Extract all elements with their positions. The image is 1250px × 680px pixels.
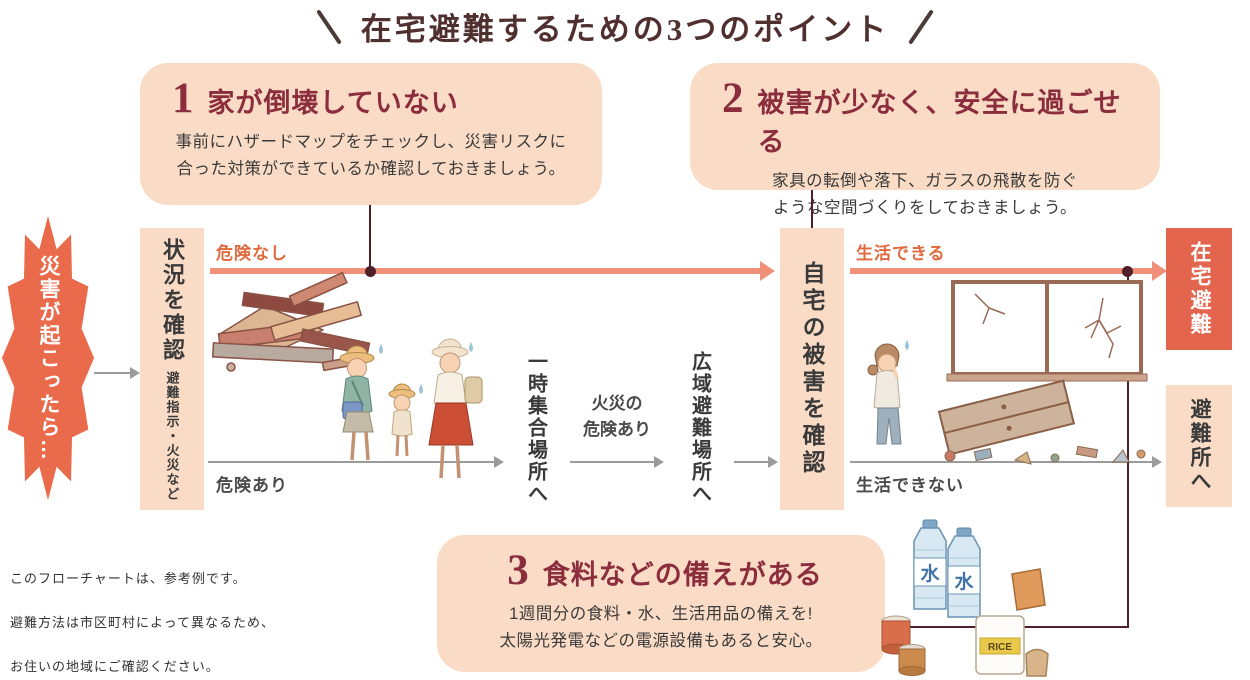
footnote-line: 避難方法は市区町村によって異なるため、 <box>10 615 275 630</box>
danger-label: 危険あり <box>216 476 288 495</box>
not-livable-arrow <box>850 461 1152 463</box>
rubble-and-family-illustration <box>211 272 483 479</box>
water-label-1: 水 <box>920 563 940 585</box>
no-danger-arrow <box>210 268 760 274</box>
food-pouches <box>1011 568 1049 677</box>
no-danger-label: 危険なし <box>216 244 288 263</box>
title-slash-right-decoration <box>908 8 935 45</box>
fire-danger-arrow <box>570 461 654 463</box>
disaster-start-label: 災害が起こったら… <box>37 254 60 462</box>
to-shelter-label: 避難所へ <box>1188 398 1211 494</box>
check-home-damage-label: 自宅の被害を確認 <box>799 261 825 477</box>
point-2-description: 家具の転倒や落下、ガラスの飛散を防ぐ ような空間づくりをしておきましょう。 <box>772 172 1078 217</box>
point-1-connector-dot <box>365 266 376 277</box>
check-home-damage-node: 自宅の被害を確認 <box>780 228 844 510</box>
water-label-2: 水 <box>954 571 974 593</box>
worried-woman <box>867 340 909 445</box>
wide-area-evacuation-label: 広域避難場所へ <box>688 351 711 505</box>
temporary-assembly-label: 一時集合場所へ <box>524 351 547 505</box>
point-card-3: 3 食料などの備えがある 1週間分の食料・水、生活用品の備えを! 太陽光発電など… <box>437 535 885 672</box>
livable-label: 生活できる <box>856 244 946 263</box>
rice-pack: RICE <box>975 615 1025 675</box>
water-bottle-2: 水 <box>947 527 981 618</box>
page-title: 在宅避難するための3つのポイント <box>360 12 890 47</box>
wide-area-evacuation-node: 広域避難場所へ <box>668 344 732 512</box>
point-3-connector-line-vertical <box>1127 271 1129 627</box>
emergency-supplies-illustration: 水 水 RICE <box>881 519 1049 677</box>
footnotes: このフローチャートは、参考例です。 避難方法は市区町村によって異なるため、 お住… <box>10 568 275 680</box>
point-3-description: 1週間分の食料・水、生活用品の備えを! 太陽光発電などの電源設備もあると安心。 <box>499 605 823 650</box>
point-card-2: 2 被害が少なく、安全に過ごせる 家具の転倒や落下、ガラスの飛散を防ぐ ような空… <box>690 63 1160 217</box>
point-3-heading: 食料などの備えがある <box>542 560 823 590</box>
point-3-heading-row: 3 食料などの備えがある <box>437 535 885 592</box>
starburst-shape <box>1 215 95 501</box>
to-damage-check-arrow <box>734 461 768 463</box>
fallen-cabinet <box>937 379 1076 456</box>
temporary-assembly-node: 一時集合場所へ <box>504 344 568 512</box>
shelter-at-home-label: 在宅避難 <box>1188 241 1211 337</box>
canned-food <box>881 615 926 676</box>
check-situation-node: 状況を確認 避難指示・火災など <box>140 228 204 510</box>
point-3-number: 3 <box>507 547 529 594</box>
page-title-wrap: 在宅避難するための3つのポイント <box>0 4 1250 49</box>
point-card-1: 1 家が倒壊していない 事前にハザードマップをチェックし、災害リスクに 合った対… <box>140 63 602 205</box>
point-1-number: 1 <box>172 75 194 122</box>
point-2-connector-line <box>811 190 813 242</box>
footnote-line: お住いの地域にご確認ください。 <box>10 659 220 674</box>
check-situation-label: 状況を確認 <box>160 238 185 363</box>
point-1-heading: 家が倒壊していない <box>207 88 459 118</box>
rice-label: RICE <box>988 642 1012 653</box>
point-2-number: 2 <box>722 75 744 122</box>
point-3-connector-dot <box>1122 266 1133 277</box>
point-1-description: 事前にハザードマップをチェックし、災害リスクに 合った対策ができているか確認して… <box>175 133 567 178</box>
to-shelter-node: 避難所へ <box>1166 385 1232 507</box>
point-1-connector-line <box>369 205 371 268</box>
not-livable-label: 生活できない <box>856 476 964 495</box>
danger-arrow <box>208 461 494 463</box>
point-2-heading-row: 2 被害が少なく、安全に過ごせる <box>690 63 1160 159</box>
water-bottle-1: 水 <box>913 519 947 610</box>
broken-window <box>946 280 1148 382</box>
point-2-heading: 被害が少なく、安全に過ごせる <box>757 88 1122 157</box>
point-1-heading-row: 1 家が倒壊していない <box>140 63 602 120</box>
fire-danger-label: 火災の 危険あり <box>583 394 651 440</box>
title-slash-left-decoration <box>315 8 342 45</box>
check-situation-sublabel: 避難指示・火災など <box>164 371 180 502</box>
damaged-room-illustration <box>867 280 1148 465</box>
scattered-debris <box>944 445 1146 465</box>
evacuating-family <box>339 338 483 479</box>
livable-arrow <box>850 268 1152 274</box>
start-arrow <box>94 372 130 374</box>
disaster-start-burst: 災害が起こったら… <box>0 211 96 505</box>
shelter-at-home-node: 在宅避難 <box>1166 228 1232 350</box>
footnote-line: このフローチャートは、参考例です。 <box>10 571 247 586</box>
